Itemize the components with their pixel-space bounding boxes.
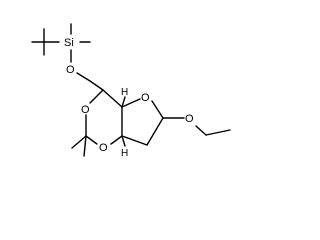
bond-c4a-ofuran <box>121 98 141 108</box>
bond-c4a-c4 <box>102 89 123 108</box>
bond-o-ch2 <box>76 72 91 82</box>
ethoxy-oxygen-label: O <box>185 113 194 125</box>
hydrogen-top-label: H <box>121 87 128 98</box>
bond-oethoxy-ch2 <box>195 125 207 136</box>
bond-lines <box>31 23 231 157</box>
bond-c4a-h <box>121 96 126 108</box>
bond-ofuran-c2 <box>151 100 164 119</box>
hydrogen-bottom-label: H <box>121 148 128 159</box>
bond-c8a-h <box>121 135 126 147</box>
bond-cme2-methyl-b <box>83 135 87 157</box>
bond-c4-o3 <box>89 89 104 104</box>
bond-cme2-o1 <box>85 135 98 145</box>
bond-cme2-methyl-a <box>71 135 87 149</box>
silicon-atom-label: Si <box>64 37 74 49</box>
bond-ethyl <box>205 129 231 136</box>
molecular-structure-diagram: Si O O O O O H H <box>31 23 231 159</box>
dioxane-oxygen-lower-label: O <box>99 142 108 154</box>
bond-c3-c8a <box>121 135 148 146</box>
bond-o1-c8a <box>110 135 123 145</box>
dioxane-oxygen-upper-label: O <box>81 104 90 116</box>
silyl-ether-oxygen-label: O <box>66 64 75 76</box>
bond-c2-c3 <box>146 117 164 146</box>
bond-ch2-c4 <box>89 80 104 91</box>
furanose-oxygen-label: O <box>141 92 150 104</box>
atom-labels: Si O O O O O H H <box>64 37 194 159</box>
